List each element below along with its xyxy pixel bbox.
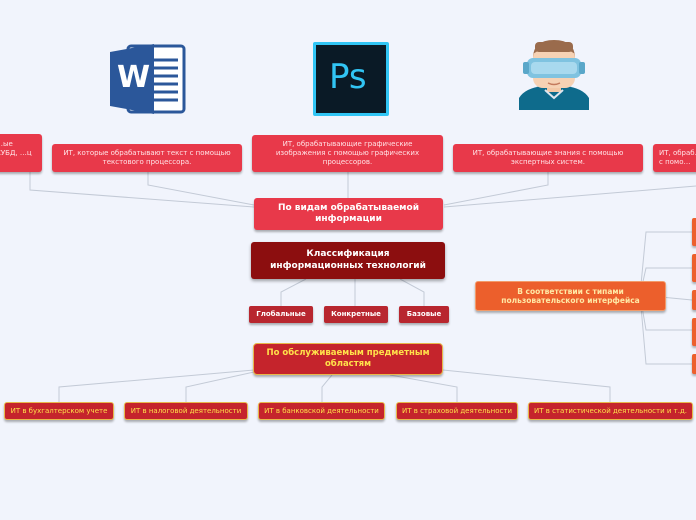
subject-statistics-node[interactable]: ИТ в статистической деятельности и т.д. xyxy=(528,402,693,420)
interface-child-node[interactable] xyxy=(692,318,696,346)
info-type-node-graphics[interactable]: ИТ, обрабатывающие графические изображен… xyxy=(252,135,443,172)
interface-child-node[interactable] xyxy=(692,290,696,310)
word-letter: W xyxy=(117,60,151,95)
info-type-node-partial[interactable]: ИТ, обраб… с помо… xyxy=(653,144,696,172)
photoshop-icon: Ps xyxy=(313,42,389,116)
subject-accounting-node[interactable]: ИТ в бухгалтерском учете xyxy=(4,402,114,420)
by-interface-node[interactable]: В соответствии с типами пользовательског… xyxy=(475,281,666,311)
scope-global-node[interactable]: Глобальные xyxy=(249,306,313,323)
photoshop-text: Ps xyxy=(329,57,367,97)
central-topic[interactable]: Классификация информационных технологий xyxy=(251,242,445,279)
info-type-node-knowledge[interactable]: ИТ, обрабатывающие знания с помощью эксп… xyxy=(453,144,643,172)
interface-child-node[interactable] xyxy=(692,218,696,246)
by-subject-area-node[interactable]: По обслуживаемым предметным областям xyxy=(253,343,443,375)
info-type-node-text[interactable]: ИТ, которые обрабатывают текст с помощью… xyxy=(52,144,242,172)
vr-headset-person-icon xyxy=(515,36,593,112)
interface-child-node[interactable] xyxy=(692,354,696,374)
subject-insurance-node[interactable]: ИТ в страховой деятельности xyxy=(396,402,518,420)
info-type-node-dbms[interactable]: …ые СУБД, …ц и xyxy=(0,134,42,172)
scope-concrete-node[interactable]: Конкретные xyxy=(324,306,388,323)
word-icon: W xyxy=(108,42,186,116)
subject-banking-node[interactable]: ИТ в банковской деятельности xyxy=(258,402,385,420)
interface-child-node[interactable] xyxy=(692,254,696,282)
by-info-type-node[interactable]: По видам обрабатываемой информации xyxy=(254,198,443,230)
scope-base-node[interactable]: Базовые xyxy=(399,306,449,323)
subject-tax-node[interactable]: ИТ в налоговой деятельности xyxy=(124,402,248,420)
